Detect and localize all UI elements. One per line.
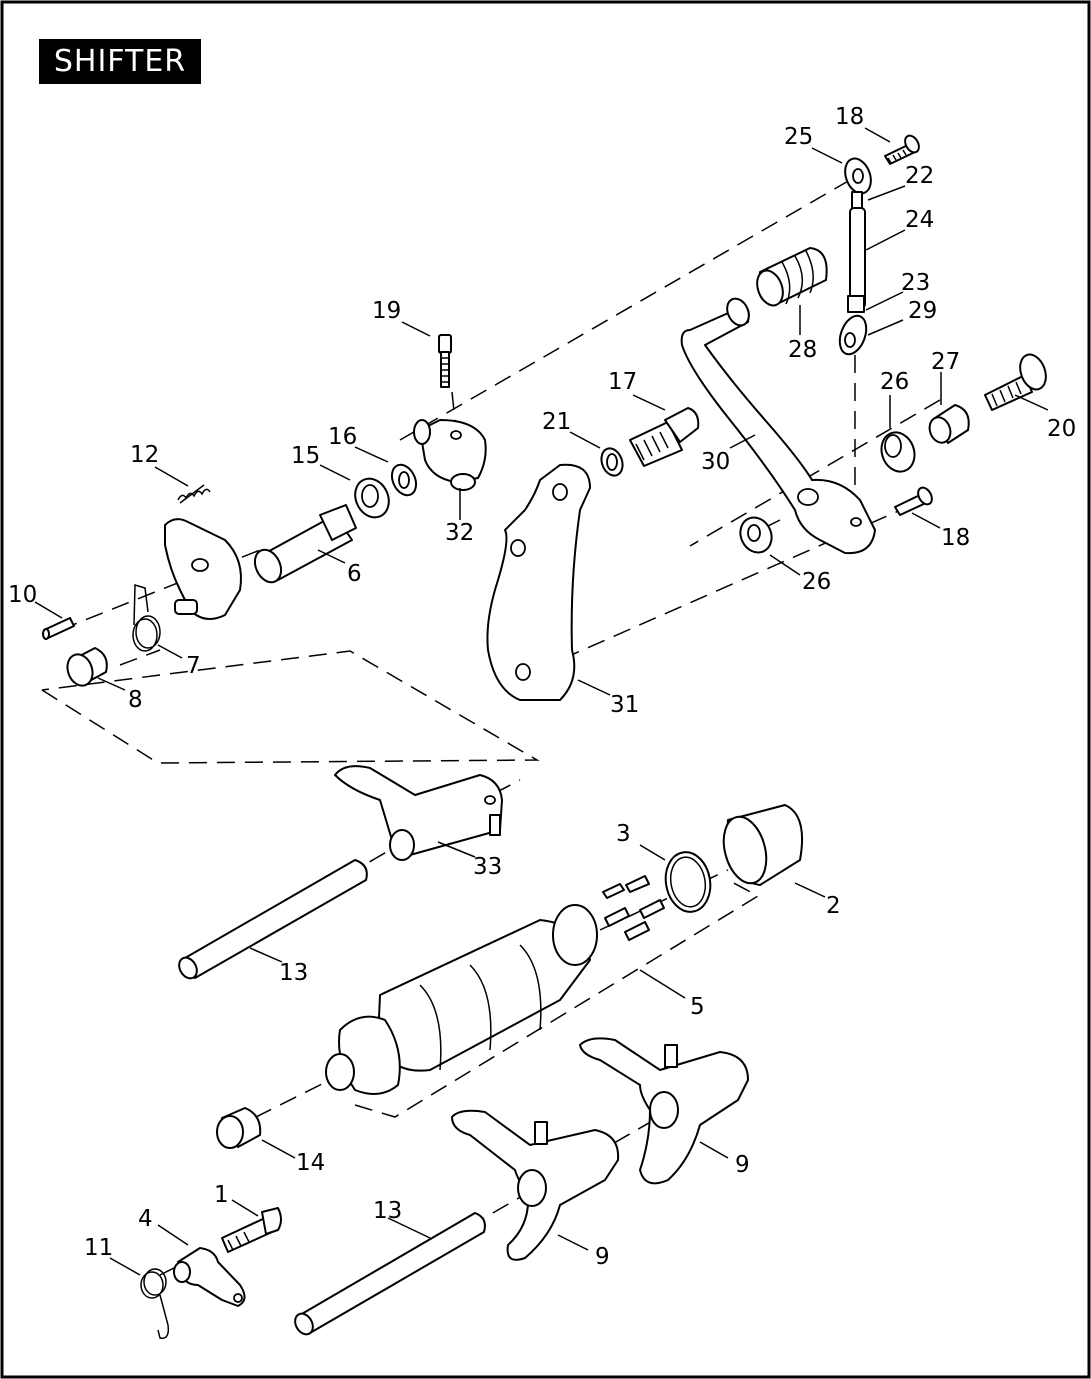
bolt-20 [984, 353, 1047, 411]
bolt-1 [221, 1207, 282, 1253]
callout-2: 2 [826, 893, 841, 919]
washer-21 [600, 447, 624, 477]
leader-lines [34, 127, 1049, 1276]
callout-30: 30 [701, 449, 730, 475]
bushing-14 [216, 1107, 262, 1149]
callout-numbers: 18 25 22 24 23 29 28 19 17 21 30 26 27 2… [8, 104, 1076, 1270]
callout-11: 11 [84, 1235, 113, 1261]
callout-19: 19 [372, 298, 401, 324]
shift-fork-33 [334, 765, 503, 861]
shifter-clamp-32 [413, 419, 487, 491]
callout-24: 24 [905, 207, 934, 233]
callout-13-upper: 13 [279, 960, 308, 986]
detent-arm-4 [173, 1247, 246, 1307]
callout-9-lower: 9 [595, 1244, 610, 1270]
callout-33: 33 [473, 854, 502, 880]
spacer-27 [928, 404, 970, 444]
shift-lever-30 [680, 297, 876, 555]
drum-pins [602, 875, 665, 941]
shift-fork-9-lower [451, 1109, 620, 1261]
diagram-title: SHIFTER [39, 39, 201, 84]
callout-16: 16 [328, 424, 357, 450]
callout-21: 21 [542, 409, 571, 435]
callout-10: 10 [8, 582, 37, 608]
callout-31: 31 [610, 692, 639, 718]
callout-14: 14 [296, 1150, 325, 1176]
spring-12 [177, 484, 211, 504]
shift-fork-9-upper [579, 1037, 749, 1185]
callout-9-upper: 9 [735, 1152, 750, 1178]
fork-shaft-13-upper [178, 859, 368, 980]
rubber-peg-28 [756, 247, 828, 307]
callout-18-lower: 18 [941, 525, 970, 551]
callout-26-top: 26 [880, 369, 909, 395]
callout-26-lower: 26 [802, 569, 831, 595]
shift-linkage [838, 157, 872, 356]
pivot-bolt-17 [629, 407, 700, 467]
screw-18-lower [894, 486, 933, 516]
callout-1: 1 [214, 1182, 229, 1208]
callout-28: 28 [788, 337, 817, 363]
callout-3: 3 [616, 821, 631, 847]
washer-16 [390, 463, 418, 497]
seal-15 [354, 477, 390, 519]
callout-29: 29 [908, 298, 937, 324]
shift-drum-5 [325, 904, 598, 1095]
callout-32: 32 [445, 520, 474, 546]
callout-12: 12 [130, 442, 159, 468]
o-ring-3 [664, 851, 712, 913]
callout-23: 23 [901, 270, 930, 296]
bushing-8 [66, 647, 108, 687]
callout-6: 6 [347, 561, 362, 587]
callout-27: 27 [931, 349, 960, 375]
pin-10 [42, 617, 75, 640]
spring-11 [140, 1268, 170, 1339]
bracket-31 [486, 463, 591, 701]
callout-25: 25 [784, 124, 813, 150]
shifter-pawl-assembly [164, 518, 242, 620]
screw-19 [438, 334, 452, 388]
callout-7: 7 [186, 653, 201, 679]
washer-26-lower [739, 516, 773, 554]
callout-18-top: 18 [835, 104, 864, 130]
callout-20: 20 [1047, 416, 1076, 442]
callout-17: 17 [608, 369, 637, 395]
bearing-2 [722, 804, 804, 886]
callout-5: 5 [690, 994, 705, 1020]
callout-15: 15 [291, 443, 320, 469]
callout-8: 8 [128, 687, 143, 713]
bushing-26-top [880, 431, 916, 473]
screw-18-top [884, 134, 920, 165]
callout-22: 22 [905, 163, 934, 189]
shifter-shaft-6 [253, 504, 357, 584]
fork-shaft-13-lower [294, 1212, 486, 1336]
torsion-spring-7 [132, 583, 161, 652]
callout-4: 4 [138, 1206, 153, 1232]
callout-13-lower: 13 [373, 1198, 402, 1224]
